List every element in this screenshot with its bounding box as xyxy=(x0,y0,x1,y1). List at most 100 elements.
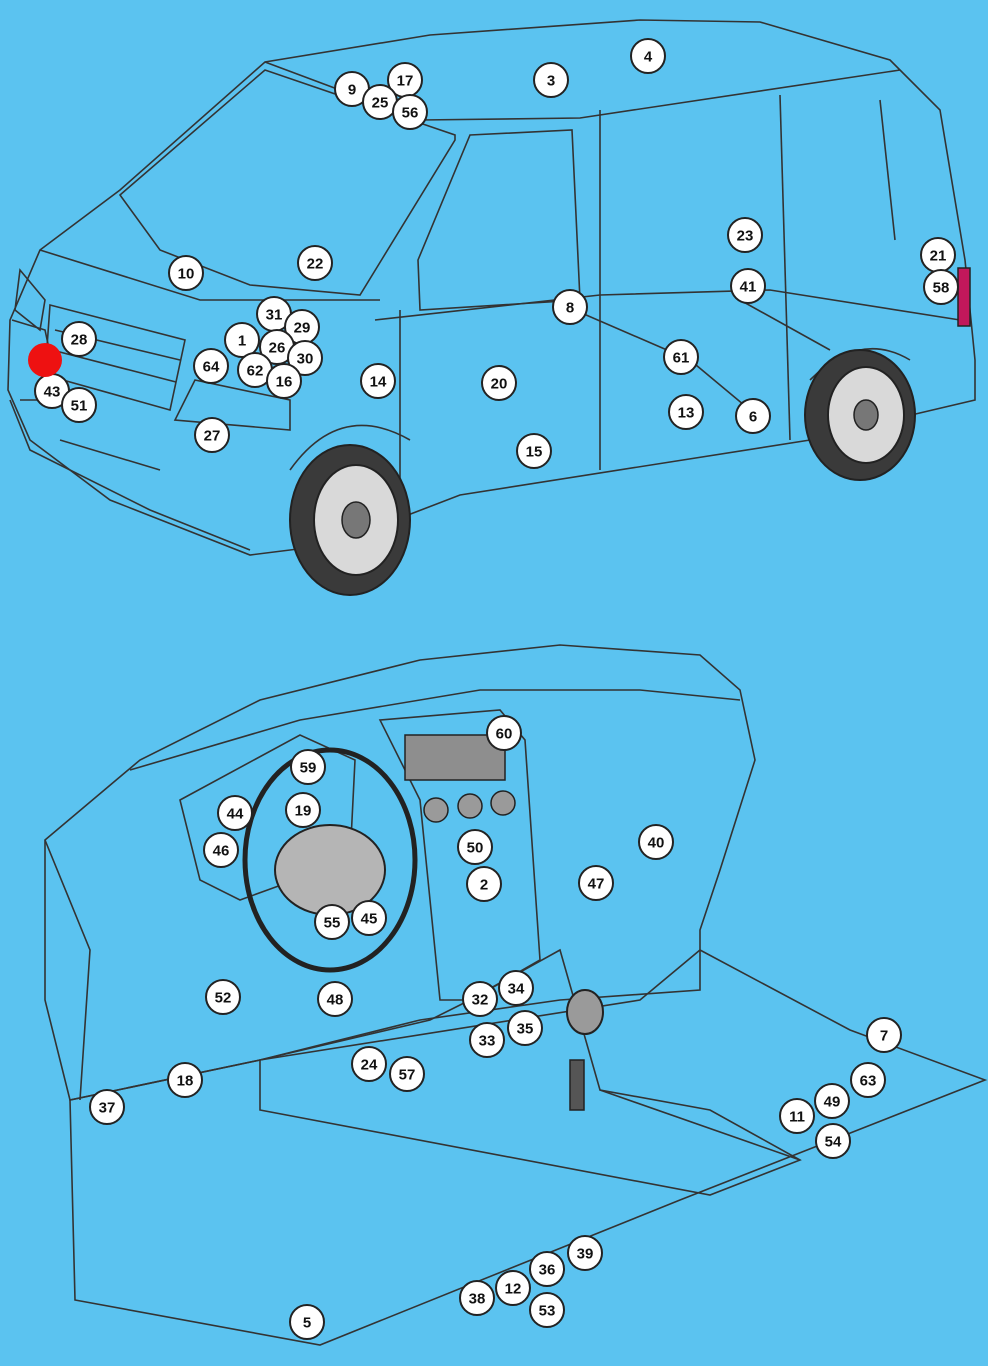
callout-circle xyxy=(217,795,253,831)
callout-number: 17 xyxy=(397,73,414,90)
callout-number: 4 xyxy=(644,49,653,66)
callout-number: 11 xyxy=(789,1109,805,1126)
callout-circle xyxy=(89,1089,125,1125)
callout-marker: 36 xyxy=(529,1251,565,1287)
callout-marker: 50 xyxy=(457,829,493,865)
headlight-left xyxy=(14,268,46,332)
taillight xyxy=(957,267,971,327)
callout-marker: 24 xyxy=(351,1046,387,1082)
callout-circle xyxy=(730,268,766,304)
callout-circle xyxy=(498,970,534,1006)
callout-marker: 18 xyxy=(167,1062,203,1098)
callout-circle xyxy=(317,981,353,1017)
callout-circle xyxy=(850,1062,886,1098)
callout-marker: 12 xyxy=(495,1270,531,1306)
callout-number: 53 xyxy=(539,1303,556,1320)
callout-marker: 20 xyxy=(481,365,517,401)
callout-number: 9 xyxy=(348,82,356,99)
callout-number: 21 xyxy=(930,248,947,265)
callout-number: 35 xyxy=(517,1021,534,1038)
callout-circle xyxy=(815,1123,851,1159)
callout-marker: 33 xyxy=(469,1022,505,1058)
callout-marker: 55 xyxy=(314,904,350,940)
callout-number: 1 xyxy=(238,333,246,350)
callout-number: 6 xyxy=(749,409,757,426)
callout-marker: 57 xyxy=(389,1056,425,1092)
callout-number: 47 xyxy=(588,876,605,893)
callout-number: 13 xyxy=(678,405,695,422)
callout-number: 38 xyxy=(469,1291,486,1308)
callout-marker: 44 xyxy=(217,795,253,831)
callout-circle xyxy=(203,832,239,868)
callout-marker: 14 xyxy=(360,363,396,399)
callout-circle xyxy=(289,1304,325,1340)
callout-number: 10 xyxy=(178,266,195,283)
callout-marker: 26 xyxy=(259,329,295,365)
callout-number: 64 xyxy=(203,359,220,376)
callout-circle xyxy=(167,1062,203,1098)
callout-number: 15 xyxy=(526,444,543,461)
callout-marker: 27 xyxy=(194,417,230,453)
center-console xyxy=(259,948,802,1196)
callout-marker: 51 xyxy=(61,387,97,423)
callout-marker: 34 xyxy=(498,970,534,1006)
callout-circle xyxy=(727,217,763,253)
callout-marker: 6 xyxy=(735,398,771,434)
callout-number: 19 xyxy=(295,803,312,820)
callout-marker: 22 xyxy=(297,245,333,281)
windshield xyxy=(118,69,456,296)
dashboard-illustration xyxy=(44,644,988,1346)
callout-marker: 30 xyxy=(287,340,323,376)
callout-circle xyxy=(567,1235,603,1271)
callout-circle xyxy=(61,387,97,423)
callout-circle xyxy=(668,394,704,430)
callout-marker: 2 xyxy=(466,866,502,902)
callout-number: 23 xyxy=(737,228,754,245)
callout-circle xyxy=(389,1056,425,1092)
callout-marker: 32 xyxy=(462,981,498,1017)
callout-number: 51 xyxy=(71,398,88,415)
callout-marker: 54 xyxy=(815,1123,851,1159)
callout-number: 32 xyxy=(472,992,489,1009)
callout-number: 34 xyxy=(508,981,525,998)
callout-marker: 52 xyxy=(205,979,241,1015)
headlight-right xyxy=(173,379,291,431)
callout-circle xyxy=(923,269,959,305)
callout-number: 37 xyxy=(99,1100,116,1117)
callout-number: 62 xyxy=(247,363,264,380)
callout-number: 18 xyxy=(177,1073,194,1090)
callout-marker: 60 xyxy=(486,715,522,751)
front-wheel xyxy=(289,444,411,596)
callout-number: 8 xyxy=(566,300,574,317)
callout-marker: 1 xyxy=(224,322,260,358)
callout-circle xyxy=(351,900,387,936)
callout-circle xyxy=(314,904,350,940)
callout-circle xyxy=(516,433,552,469)
callout-number: 20 xyxy=(491,376,508,393)
callout-marker: 64 xyxy=(193,348,229,384)
callout-number: 28 xyxy=(71,332,88,349)
callout-marker: 41 xyxy=(730,268,766,304)
callout-marker: 13 xyxy=(668,394,704,430)
callout-number: 49 xyxy=(824,1094,841,1111)
callout-number: 55 xyxy=(324,915,341,932)
callout-number: 3 xyxy=(547,73,555,90)
callout-circle xyxy=(285,792,321,828)
callout-marker: 48 xyxy=(317,981,353,1017)
callout-number: 63 xyxy=(860,1073,877,1090)
air-vents xyxy=(404,734,506,781)
callout-number: 26 xyxy=(269,340,286,357)
callout-number: 12 xyxy=(505,1281,522,1298)
callout-number: 52 xyxy=(215,990,232,1007)
callout-marker: 15 xyxy=(516,433,552,469)
callout-circle xyxy=(552,289,588,325)
callout-marker: 3 xyxy=(533,62,569,98)
callout-circle xyxy=(495,1270,531,1306)
callout-circle xyxy=(224,322,260,358)
callout-number: 31 xyxy=(266,307,283,324)
callout-number: 44 xyxy=(227,806,244,823)
callout-marker: 37 xyxy=(89,1089,125,1125)
callout-number: 46 xyxy=(213,843,230,860)
callout-circle xyxy=(297,245,333,281)
